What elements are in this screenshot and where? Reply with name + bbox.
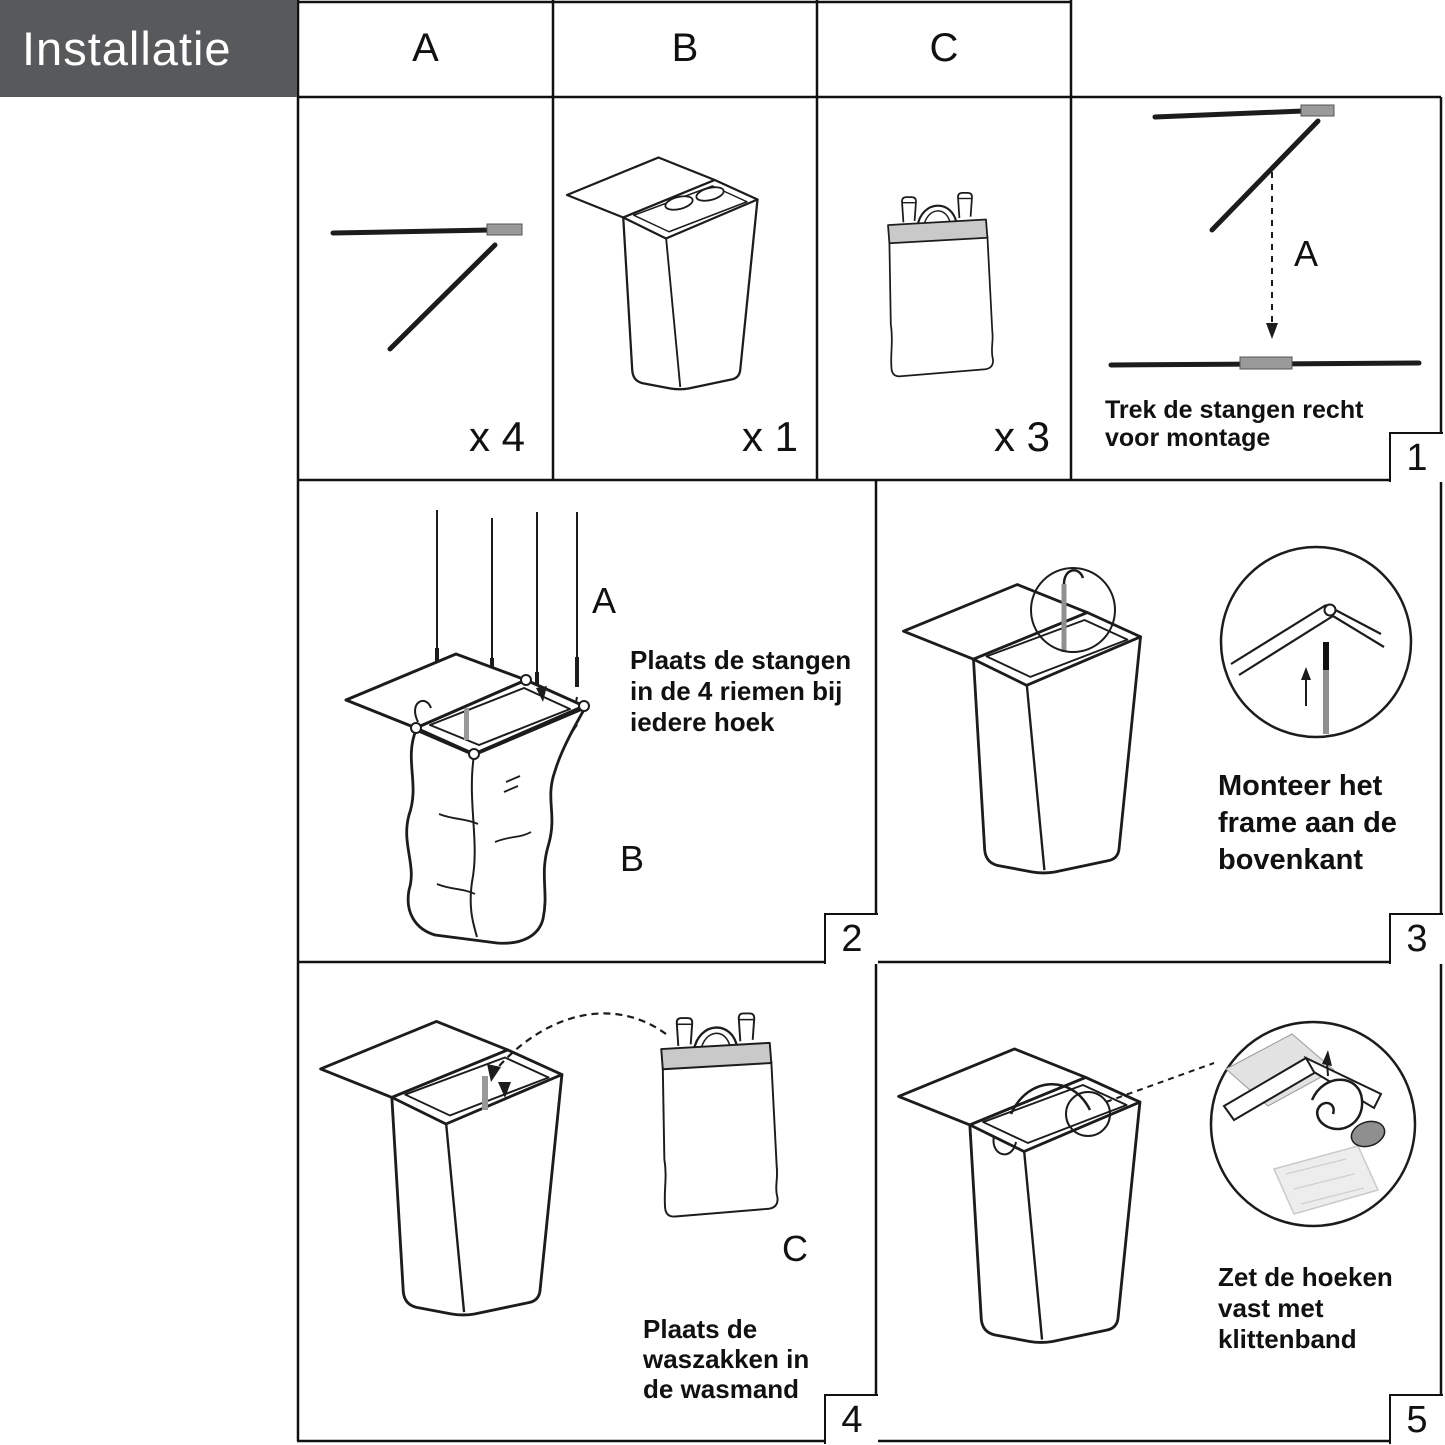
mesh-hatch xyxy=(1285,1158,1365,1205)
frame-hook xyxy=(1062,569,1085,585)
step-2-rod-label: A xyxy=(592,580,617,621)
insert-bag-arrow xyxy=(487,1012,667,1082)
corner-joint xyxy=(1323,603,1337,617)
column-b-header: B xyxy=(553,0,817,97)
step-3-number: 3 xyxy=(1389,913,1443,964)
step-4-number: 4 xyxy=(824,1394,878,1444)
inner-handle-hole xyxy=(664,195,694,211)
strap-hook xyxy=(414,700,432,723)
page-title: Installatie xyxy=(22,22,232,75)
column-a-header: A xyxy=(298,0,553,97)
bag-handle-arc xyxy=(1009,1083,1092,1115)
step-4-illustration xyxy=(319,1012,779,1317)
zoom-origin-circle xyxy=(1030,567,1116,653)
part-a-rod-illustration xyxy=(330,223,523,352)
column-c-header: C xyxy=(817,0,1071,97)
frame-bar xyxy=(1230,604,1334,676)
column-c-letter: C xyxy=(929,26,959,70)
crumpled-hamper xyxy=(344,652,590,945)
crease-marks xyxy=(436,775,532,895)
zoom-connector-line xyxy=(1105,1062,1215,1103)
rod-in-opening xyxy=(482,1076,488,1110)
up-arrowhead xyxy=(1301,667,1311,680)
step-2-caption: Plaats de stangen in de 4 riemen bij ied… xyxy=(630,645,852,737)
column-b-letter: B xyxy=(671,26,699,70)
step-4-bag-label: C xyxy=(782,1228,808,1269)
down-arrowhead xyxy=(498,1082,511,1098)
step-5-illustration xyxy=(897,1020,1417,1344)
corner-arrow xyxy=(536,686,547,702)
part-a-count: x 4 xyxy=(468,413,526,460)
zoom-origin-circle xyxy=(1065,1091,1111,1137)
rod-connector xyxy=(486,223,523,236)
rod-connector xyxy=(1239,356,1293,370)
velcro-pad xyxy=(1350,1120,1386,1148)
part-c-count: x 3 xyxy=(993,413,1051,460)
step-3-illustration xyxy=(901,545,1413,875)
corner-loop xyxy=(520,674,532,686)
frame-insert-detail xyxy=(1030,567,1116,653)
corner-loop xyxy=(578,700,590,712)
straighten-arrow xyxy=(1266,172,1278,339)
mesh-area xyxy=(1272,1145,1380,1215)
step-1-caption: Trek de stangen recht voor montage xyxy=(1105,396,1364,452)
part-b-hamper-illustration xyxy=(565,156,759,391)
straight-rod xyxy=(1108,356,1422,370)
step-1-number: 1 xyxy=(1389,432,1443,482)
rod-connector xyxy=(1300,104,1335,117)
step-1-illustration xyxy=(1108,104,1422,370)
inner-handle-hole xyxy=(695,186,725,202)
step-2-illustration xyxy=(344,510,590,945)
title-banner: Installatie xyxy=(0,0,297,97)
zoom-detail-circle xyxy=(1209,1020,1417,1228)
step-3-caption: Monteer het frame aan de bovenkant xyxy=(1218,770,1397,876)
rod-segment xyxy=(387,242,498,352)
part-b-count: x 1 xyxy=(741,413,799,460)
bent-rod xyxy=(1152,104,1335,233)
corner-loop xyxy=(410,722,422,734)
up-arrowhead xyxy=(1322,1050,1332,1066)
bag-inside-hamper xyxy=(992,1083,1092,1156)
velcro-strap-loop xyxy=(1310,1078,1364,1131)
hamper-soft-body xyxy=(405,706,587,945)
step-5-number: 5 xyxy=(1389,1394,1443,1444)
corner-loop xyxy=(468,748,480,760)
body-front-edge xyxy=(469,754,478,938)
rod-segment xyxy=(330,227,493,236)
step-2-basket-label: B xyxy=(620,838,645,879)
front-strap xyxy=(992,1135,1017,1156)
column-a-letter: A xyxy=(412,26,439,70)
step-1-part-label: A xyxy=(1294,233,1319,274)
step-5-caption: Zet de hoeken vast met klittenband xyxy=(1218,1262,1393,1354)
rod-in-strap xyxy=(464,708,469,740)
step-4-caption: Plaats de waszakken in de wasmand xyxy=(643,1314,810,1404)
zoom-detail-circle xyxy=(1219,545,1413,739)
step-2-number: 2 xyxy=(824,913,878,964)
